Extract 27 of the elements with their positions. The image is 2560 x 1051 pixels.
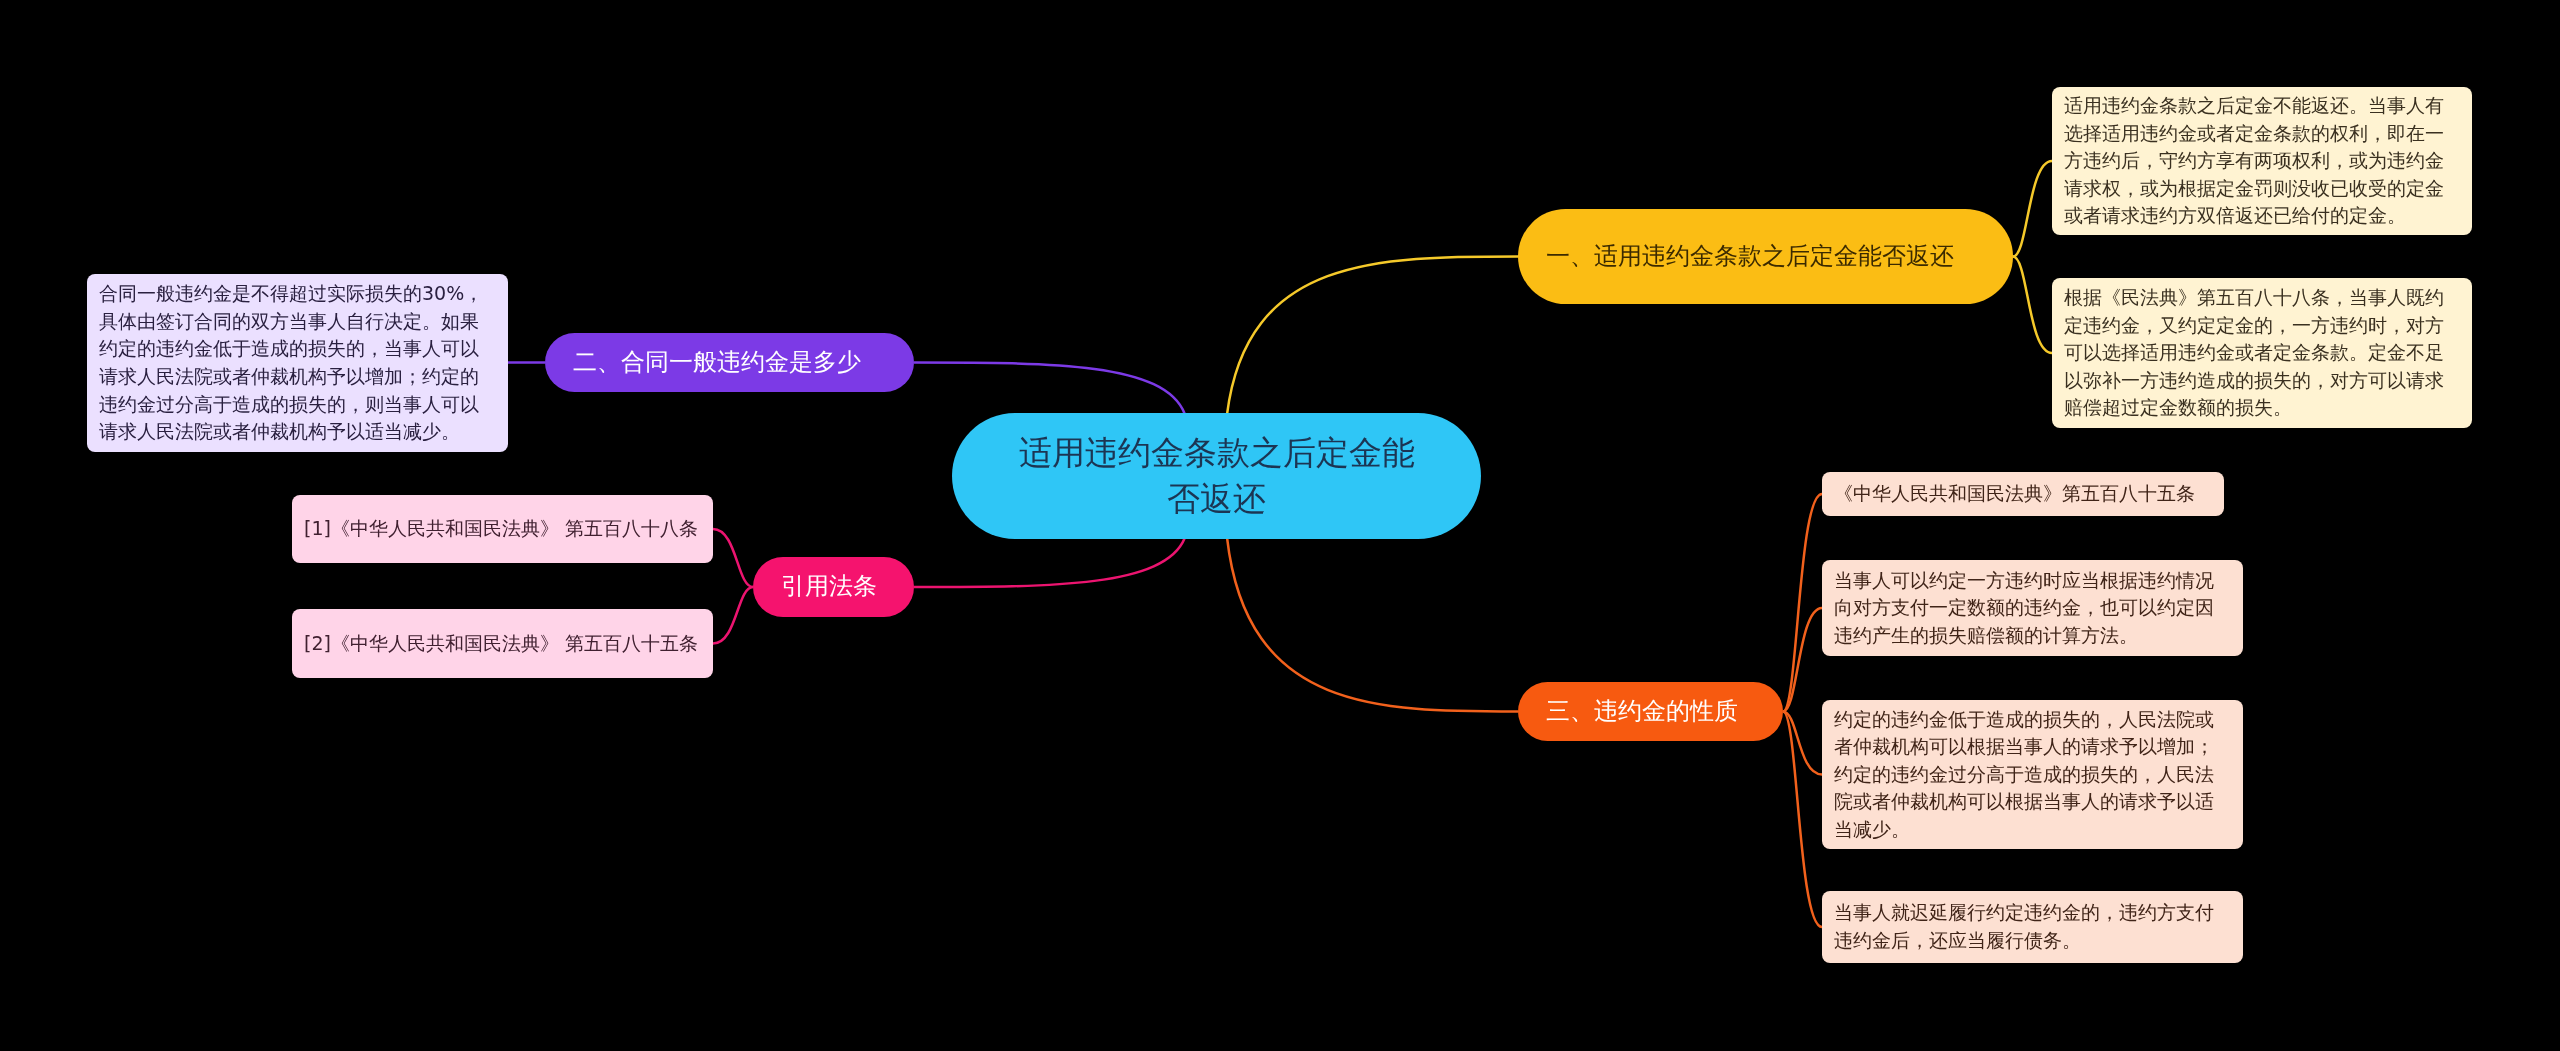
branch-topic: 引用法条 [753,557,914,617]
connector-line [914,361,1186,415]
detail-card: 当事人就迟延履行约定违约金的，违约方支付违约金后，还应当履行债务。 [1822,891,2243,963]
connector-line [508,361,545,364]
connector-line [1782,606,1823,713]
branch-topic: 二、合同一般违约金是多少 [545,333,914,392]
connector-line [914,537,1186,589]
connector-line [2012,255,2053,355]
detail-card: 当事人可以约定一方违约时应当根据违约情况向对方支付一定数额的违约金，也可以约定因违约产生的损失赔偿额的计算方法。 [1822,560,2243,656]
connector-line [712,527,754,589]
detail-card: 根据《民法典》第五百八十八条，当事人既约定违约金，又约定定金的，一方违约时，对方可以选择适用违约金或者定金条款。定金不足以弥补一方违约造成的损失的，对方可以请求赔偿超过定金数额的损失。 [2052,278,2472,428]
connector-line [1782,493,1823,713]
branch-topic: 一、适用违约金条款之后定金能否返还 [1518,209,2013,304]
branch-topic: 三、违约金的性质 [1518,682,1783,741]
connector-line [2012,159,2053,258]
connector-line [1782,710,1823,776]
detail-card: [2]《中华人民共和国民法典》 第五百八十五条 [292,609,713,678]
connector-line [1225,537,1518,713]
detail-card: 约定的违约金低于造成的损失的，人民法院或者仲裁机构可以根据当事人的请求予以增加；约定的违约金过分高于造成的损失的，人民法院或者仲裁机构可以根据当事人的请求予以适当减少。 [1822,700,2243,849]
detail-card: 适用违约金条款之后定金不能返还。当事人有选择适用违约金或者定金条款的权利，即在一方违约后，守约方享有两项权利，或为违约金请求权，或为根据定金罚则没收已收受的定金或者请求违约方双倍返还已给付的定金。 [2052,87,2472,235]
detail-card: 《中华人民共和国民法典》第五百八十五条 [1822,472,2224,516]
detail-card: [1]《中华人民共和国民法典》 第五百八十八条 [292,495,713,563]
connector-line [1225,255,1518,415]
central-topic: 适用违约金条款之后定金能否返还 [952,413,1481,539]
connector-line [712,585,754,645]
detail-card: 合同一般违约金是不得超过实际损失的30%，具体由签订合同的双方当事人自行决定。如果约定的违约金低于造成的损失的，当事人可以请求人民法院或者仲裁机构予以增加；约定的违约金过分高于造成的损失的，则当事人可以请求人民法院或者仲裁机构予以适当减少。 [87,274,508,452]
connector-line [1782,710,1823,928]
